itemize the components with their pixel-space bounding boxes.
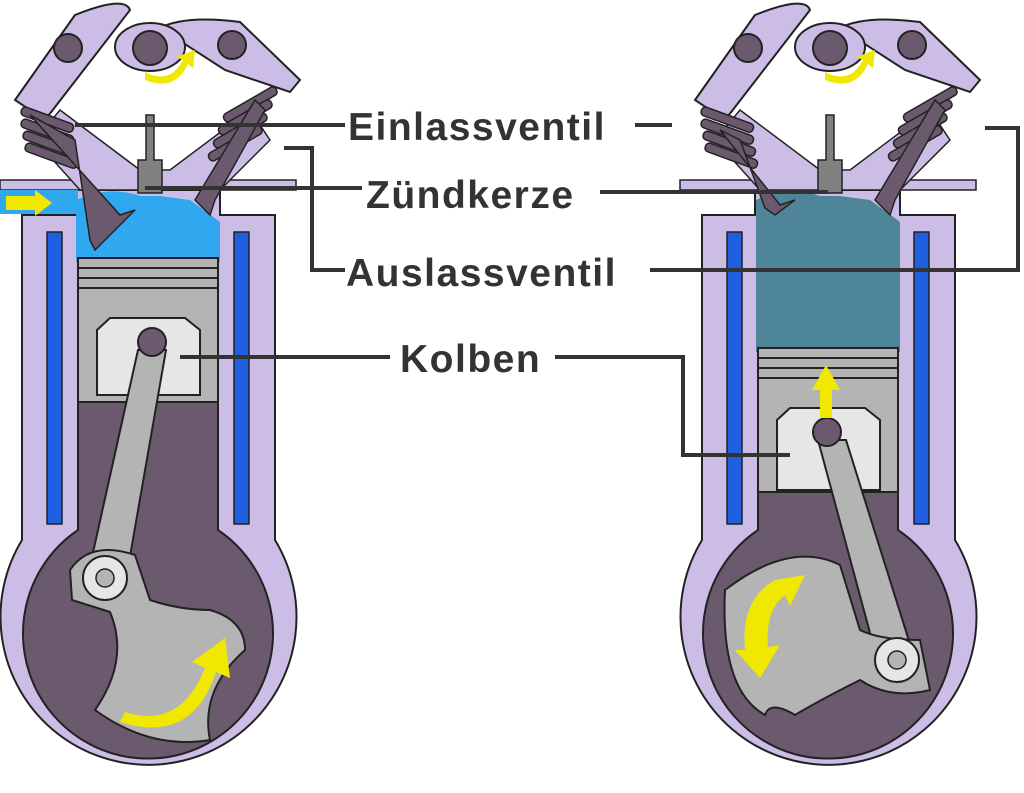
piston-pin [812, 417, 842, 447]
camshaft-rotation-icon [825, 50, 875, 84]
engine-intake-stroke [0, 2, 301, 766]
label-spark-plug: Zündkerze [366, 174, 575, 217]
rotation-arrow-icon [120, 638, 230, 728]
piston-pin [137, 327, 167, 357]
intake-valve [719, 129, 796, 216]
rotation-arrow-icon [735, 575, 805, 678]
intake-valve [29, 114, 136, 252]
label-piston: Kolben [400, 338, 541, 381]
camshaft-rotation-icon [145, 50, 195, 84]
engine-compression-stroke [679, 2, 981, 766]
piston-motion-arrow-icon [812, 365, 840, 418]
label-intake-valve: Einlassventil [348, 106, 606, 149]
label-exhaust-valve: Auslassventil [346, 252, 617, 295]
exhaust-valve [874, 98, 946, 217]
intake-flow-arrow [6, 190, 52, 216]
leader-lines [75, 123, 1020, 457]
